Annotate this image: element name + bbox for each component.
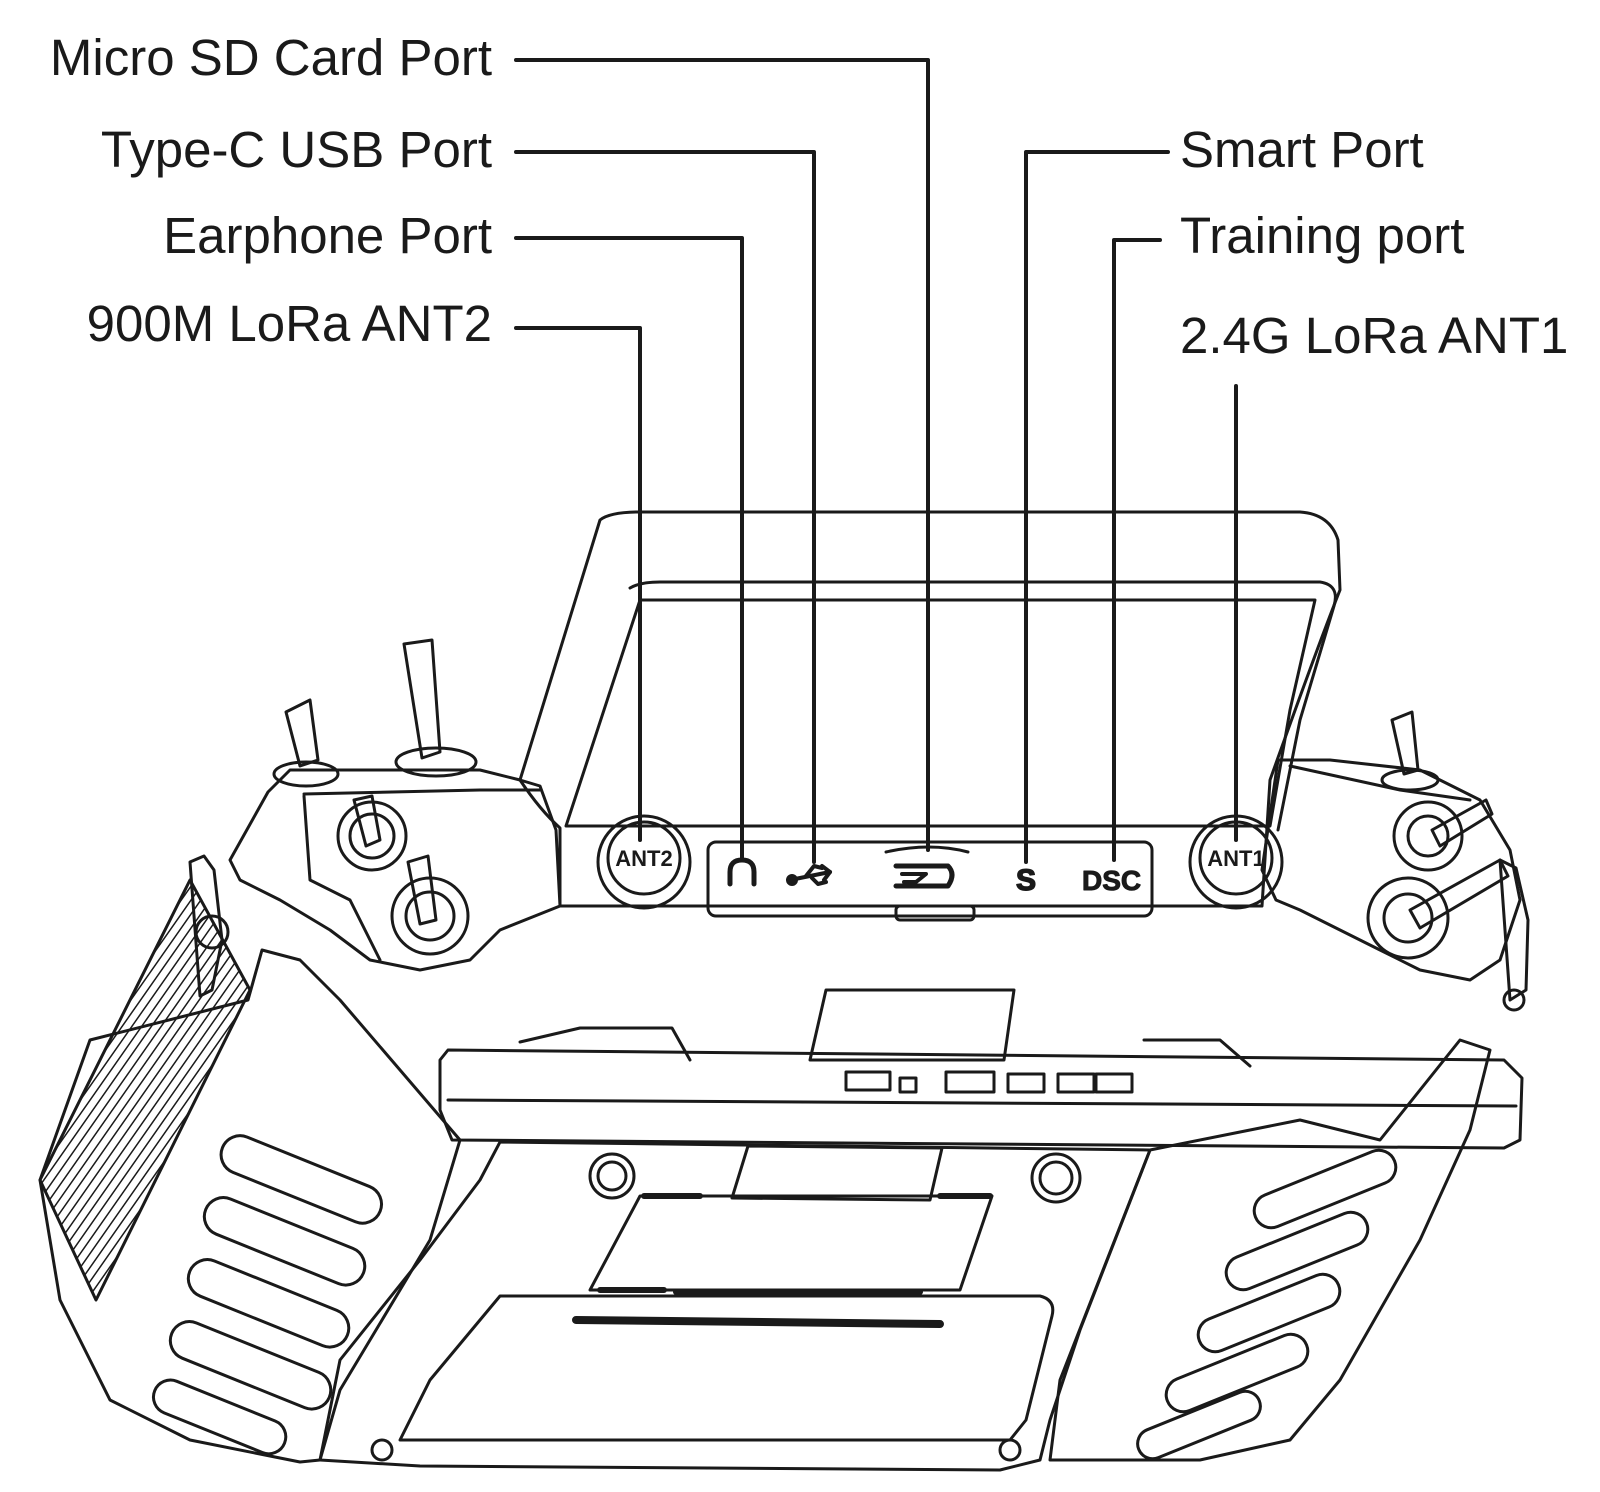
left-rotary-knob-2 [390, 876, 470, 956]
label-900m-lora-ant2: 900M LoRa ANT2 [86, 295, 492, 352]
right-grip-rib-5 [1136, 1389, 1262, 1461]
left-grip-rib-4 [168, 1320, 333, 1411]
earphone-icon [727, 857, 757, 887]
left-shoulder-ridge [302, 788, 542, 796]
label-2-4g-lora-ant1: 2.4G LoRa ANT1 [1180, 307, 1569, 364]
left-grip-rib-2 [202, 1196, 367, 1287]
leader-ant2 [514, 326, 642, 842]
leader-type-c [514, 150, 816, 864]
brand-logo [844, 1070, 1134, 1094]
bottom-panel [398, 1294, 1055, 1442]
left-grip-texture [38, 878, 252, 1302]
sd-slot-top [884, 845, 970, 854]
leader-lines [514, 58, 1238, 864]
foot-left [588, 1152, 636, 1200]
port-panel-plate [706, 840, 1154, 918]
right-toggle-base-1 [1380, 768, 1440, 792]
rear-mount-tab [808, 988, 1016, 1062]
right-shoulder [1260, 710, 1530, 1012]
ant2-cap-label: ANT2 [615, 846, 672, 871]
sd-slot-tab [894, 904, 976, 922]
leader-earphone [514, 236, 744, 860]
screen-inner-face [564, 598, 1317, 828]
smart-port-glyph: S [1016, 864, 1036, 897]
leader-training [1112, 238, 1162, 862]
right-shoulder-body [1260, 758, 1522, 982]
antenna-ant2: ANT2 [596, 814, 692, 910]
leader-smart [1024, 150, 1170, 864]
left-shoulder-body [228, 768, 562, 972]
left-shoulder [188, 638, 562, 998]
left-grip-rib-5 [151, 1378, 288, 1456]
screen-inner-lip [628, 580, 1337, 832]
right-grip-outline [1048, 1038, 1492, 1462]
right-grip-rib-2 [1224, 1210, 1370, 1292]
left-rotary-knob-1 [336, 800, 408, 872]
left-toggle-switch-2 [402, 638, 442, 760]
bottom-slot [572, 1316, 944, 1328]
handle-bar [438, 1048, 1524, 1150]
right-rotary-knob-1 [1392, 800, 1464, 872]
label-type-c-usb-port: Type-C USB Port [100, 121, 492, 178]
ant1-cap-label: ANT1 [1207, 846, 1264, 871]
battery-cover [588, 1194, 994, 1292]
right-grip-rib-1 [1252, 1148, 1398, 1230]
dsc-label: DSC [1082, 865, 1141, 896]
left-toggle-switch-1 [284, 698, 320, 768]
right-rotary-knob-2 [1366, 876, 1450, 960]
micro-sd-icon [893, 863, 955, 889]
handle-top-rail [518, 1026, 1252, 1068]
label-micro-sd-card-port: Micro SD Card Port [49, 29, 492, 86]
antenna-ant1: ANT1 [1188, 814, 1284, 910]
handle-bar-edge [446, 1098, 1518, 1108]
left-shoulder-face [302, 794, 382, 962]
left-grip-rib-1 [219, 1134, 383, 1225]
label-training-port: Training port [1180, 207, 1465, 264]
right-grip-rib-3 [1196, 1272, 1342, 1354]
label-smart-port: Smart Port [1180, 121, 1424, 178]
label-earphone-port: Earphone Port [163, 207, 492, 264]
lower-body [318, 1140, 1152, 1472]
right-toggle-switch-1 [1390, 710, 1420, 776]
port-panel: S DSC [706, 840, 1154, 922]
left-toggle-base-1 [272, 760, 340, 788]
right-side-wheel [1498, 858, 1530, 1002]
right-grip [1048, 1038, 1492, 1462]
front-handle [438, 988, 1524, 1150]
left-grip-outline [38, 948, 462, 1464]
leader-micro-sd [514, 58, 930, 852]
left-grip [38, 878, 462, 1464]
right-grip-rib-4 [1164, 1332, 1310, 1414]
foot-right [1030, 1152, 1082, 1204]
left-toggle-base-2 [394, 746, 478, 778]
usb-icon [786, 864, 832, 886]
left-grip-rib-3 [186, 1258, 351, 1349]
